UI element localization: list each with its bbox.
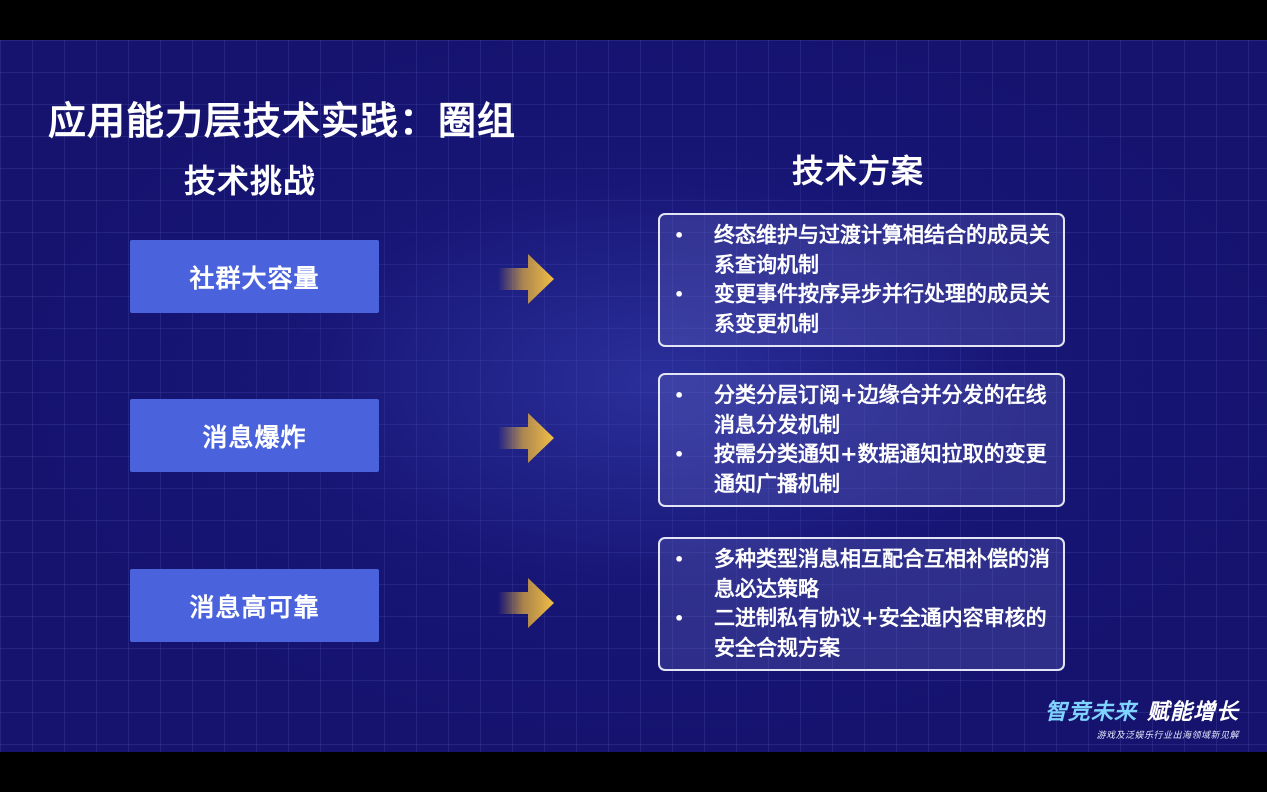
solution-text: 二进制私有协议+安全通内容审核的安全合规方案 [714, 606, 1047, 660]
brand-slogan-right: 赋能增长 [1146, 700, 1239, 725]
solution-column-header: 技术方案 [792, 152, 925, 190]
solution-item: • 多种类型消息相互配合互相补偿的消息必达策略 [674, 545, 1051, 604]
brand-slogan-left: 智竞未来 [1044, 700, 1137, 725]
challenge-box: 社群大容量 [130, 240, 379, 313]
arrow-right-icon [498, 254, 554, 304]
brand-slogan: 智竞未来 赋能增长 [1045, 694, 1239, 726]
solution-text: 多种类型消息相互配合互相补偿的消息必达策略 [714, 547, 1050, 601]
arrow-right-icon [498, 413, 554, 463]
solution-box: • 终态维护与过渡计算相结合的成员关系查询机制 • 变更事件按序异步并行处理的成… [658, 213, 1065, 347]
slide-title: 应用能力层技术实践：圈组 [48, 99, 517, 143]
solution-item: • 终态维护与过渡计算相结合的成员关系查询机制 [674, 221, 1051, 280]
solution-text: 分类分层订阅+边缘合并分发的在线消息分发机制 [714, 383, 1047, 437]
bullet: • [674, 445, 685, 464]
solution-text: 终态维护与过渡计算相结合的成员关系查询机制 [714, 223, 1050, 277]
solution-box: • 分类分层订阅+边缘合并分发的在线消息分发机制 • 按需分类通知+数据通知拉取… [658, 373, 1065, 507]
solution-item: • 分类分层订阅+边缘合并分发的在线消息分发机制 [674, 381, 1051, 440]
slide: 应用能力层技术实践：圈组 技术挑战 技术方案 社群大容量 • 终态维护与过渡计算… [0, 40, 1267, 752]
challenge-box: 消息高可靠 [130, 569, 379, 642]
solution-item: • 按需分类通知+数据通知拉取的变更通知广播机制 [674, 440, 1051, 499]
arrow-right-icon [498, 578, 554, 628]
solution-item: • 二进制私有协议+安全通内容审核的安全合规方案 [674, 604, 1051, 663]
challenge-box: 消息爆炸 [130, 399, 379, 472]
solution-item: • 变更事件按序异步并行处理的成员关系变更机制 [674, 280, 1051, 339]
bullet: • [674, 609, 685, 628]
solution-text: 变更事件按序异步并行处理的成员关系变更机制 [714, 282, 1050, 336]
challenge-column-header: 技术挑战 [184, 162, 317, 200]
bullet: • [674, 386, 685, 405]
brand-logo: 智竞未来 赋能增长 游戏及泛娱乐行业出海领域新见解 [1045, 694, 1239, 741]
bullet: • [674, 550, 685, 569]
solution-box: • 多种类型消息相互配合互相补偿的消息必达策略 • 二进制私有协议+安全通内容审… [658, 537, 1065, 671]
brand-tagline: 游戏及泛娱乐行业出海领域新见解 [1096, 731, 1239, 741]
bullet: • [674, 285, 685, 304]
solution-text: 按需分类通知+数据通知拉取的变更通知广播机制 [714, 442, 1047, 496]
bullet: • [674, 226, 685, 245]
